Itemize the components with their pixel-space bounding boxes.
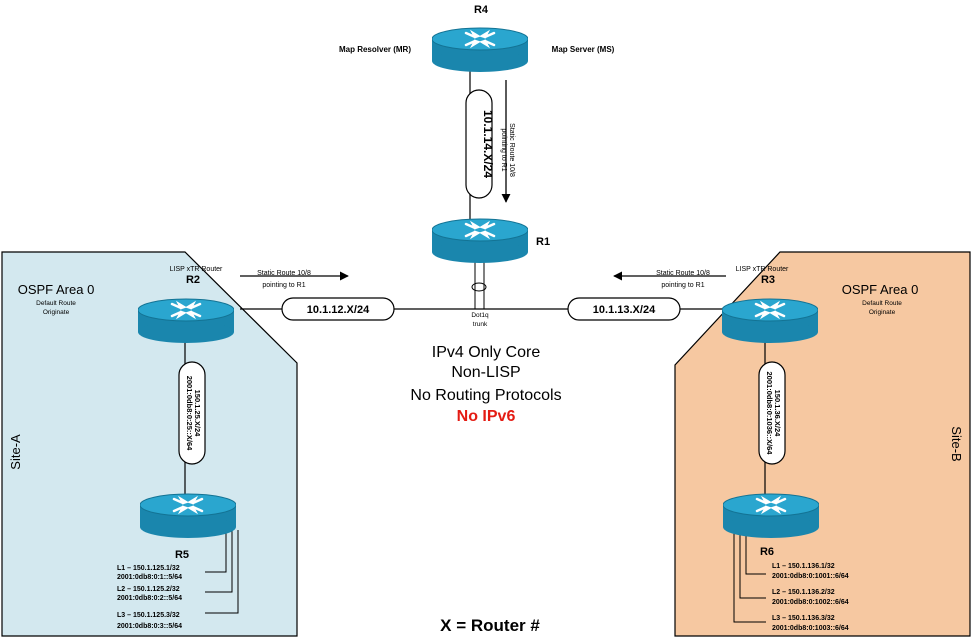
- router-label-r6: R6: [760, 546, 774, 558]
- router-r5[interactable]: [140, 492, 236, 539]
- legend-footer: X = Router #: [440, 616, 540, 635]
- core-line-4: No IPv6: [457, 408, 516, 425]
- site-b-note: Default Route: [862, 300, 902, 307]
- r6-l1-v4: L1 – 150.1.136.1/32: [772, 563, 835, 570]
- static-route-sub-r3: pointing to R1: [661, 282, 704, 289]
- link-label-r4-r1: 10.1.14.X/24: [465, 89, 495, 199]
- router-r3[interactable]: [722, 297, 818, 344]
- r6-loopback-lines: [733, 530, 766, 623]
- link-label-r2-r5: 150.1.25.X/24 2001:0db8:0:25::X/64: [178, 361, 206, 465]
- r6-l3-v4: L3 – 150.1.136.3/32: [772, 615, 835, 622]
- r3-role-label: LISP xTR Router: [736, 266, 789, 273]
- router-r2[interactable]: [138, 297, 234, 344]
- router-icon: [432, 217, 528, 264]
- r6-l1-v6: 2001:0db8:0:1001::6/64: [772, 573, 849, 580]
- r5-l3-v6: 2001:0db8:0:3::5/64: [117, 623, 182, 630]
- router-icon: [722, 297, 818, 344]
- r5-l2-v6: 2001:0db8:0:2::5/64: [117, 595, 182, 602]
- router-icon: [140, 492, 236, 539]
- site-b-name: Site-B: [949, 426, 964, 461]
- trunk-label-sub: trunk: [473, 321, 488, 328]
- svg-text:150.1.36.X/24: 150.1.36.X/24: [773, 390, 782, 438]
- r6-l2-v6: 2001:0db8:0:1002::6/64: [772, 599, 849, 606]
- trunk-symbol: [471, 282, 487, 292]
- link-label-r3-r6: 150.1.36.X/24 2001:0db8:0:1036::X/64: [758, 361, 786, 465]
- r6-loopbacks: L1 – 150.1.136.1/32 2001:0db8:0:1001::6/…: [772, 563, 849, 632]
- r6-l3-v6: 2001:0db8:0:1003::6/64: [772, 625, 849, 632]
- site-b-note-sub: Originate: [869, 309, 896, 316]
- svg-text:10.1.12.X/24: 10.1.12.X/24: [307, 304, 370, 316]
- map-resolver-label: Map Resolver (MR): [339, 45, 411, 54]
- core-line-1: IPv4 Only Core: [432, 344, 541, 361]
- static-route-sub-r2: pointing to R1: [262, 282, 305, 289]
- r6-l2-v4: L2 – 150.1.136.2/32: [772, 589, 835, 596]
- router-icon: [432, 26, 528, 73]
- svg-text:150.1.25.X/24: 150.1.25.X/24: [193, 390, 202, 438]
- svg-text:2001:0db8:0:1036::X/64: 2001:0db8:0:1036::X/64: [765, 372, 774, 456]
- r5-loopbacks: L1 – 150.1.125.1/32 2001:0db8:0:1::5/64 …: [117, 565, 182, 630]
- r5-l3-v4: L3 – 150.1.125.3/32: [117, 612, 180, 619]
- static-route-label-r2: Static Route 10/8: [257, 270, 311, 277]
- trunk-label: Dot1q: [471, 312, 489, 319]
- r5-loopback-lines: [205, 530, 239, 614]
- router-label-r5: R5: [175, 549, 189, 561]
- site-a-note-sub: Originate: [43, 309, 70, 316]
- core-line-2: Non-LISP: [451, 364, 520, 381]
- r2-role-label: LISP xTR Router: [170, 266, 223, 273]
- static-route-sub-r4: pointing to R1: [500, 128, 507, 171]
- router-label-r4: R4: [474, 4, 489, 16]
- site-b-area: OSPF Area 0: [842, 282, 919, 297]
- svg-text:10.1.13.X/24: 10.1.13.X/24: [593, 304, 656, 316]
- svg-text:2001:0db8:0:25::X/64: 2001:0db8:0:25::X/64: [185, 376, 194, 451]
- site-a-region: [1, 251, 298, 637]
- site-a-note: Default Route: [36, 300, 76, 307]
- site-a-area: OSPF Area 0: [18, 282, 95, 297]
- router-r4[interactable]: [432, 26, 528, 73]
- router-label-r3: R3: [761, 274, 775, 286]
- static-route-label-r4: Static Route 10/8: [508, 123, 515, 177]
- link-label-r1-r3: 10.1.13.X/24: [567, 297, 681, 321]
- svg-text:10.1.14.X/24: 10.1.14.X/24: [481, 110, 495, 178]
- router-icon: [723, 492, 819, 539]
- router-icon: [138, 297, 234, 344]
- router-r6[interactable]: [723, 492, 819, 539]
- map-server-label: Map Server (MS): [552, 45, 615, 54]
- r5-l1-v4: L1 – 150.1.125.1/32: [117, 565, 180, 572]
- link-label-r1-r2: 10.1.12.X/24: [281, 297, 395, 321]
- site-a-name: Site-A: [8, 434, 23, 470]
- r5-l1-v6: 2001:0db8:0:1::5/64: [117, 574, 182, 581]
- router-label-r2: R2: [186, 274, 200, 286]
- router-label-r1: R1: [536, 236, 550, 248]
- site-b-region: [674, 251, 971, 637]
- r5-l2-v4: L2 – 150.1.125.2/32: [117, 586, 180, 593]
- core-line-3: No Routing Protocols: [410, 387, 561, 404]
- router-r1[interactable]: [432, 217, 528, 264]
- static-route-label-r3: Static Route 10/8: [656, 270, 710, 277]
